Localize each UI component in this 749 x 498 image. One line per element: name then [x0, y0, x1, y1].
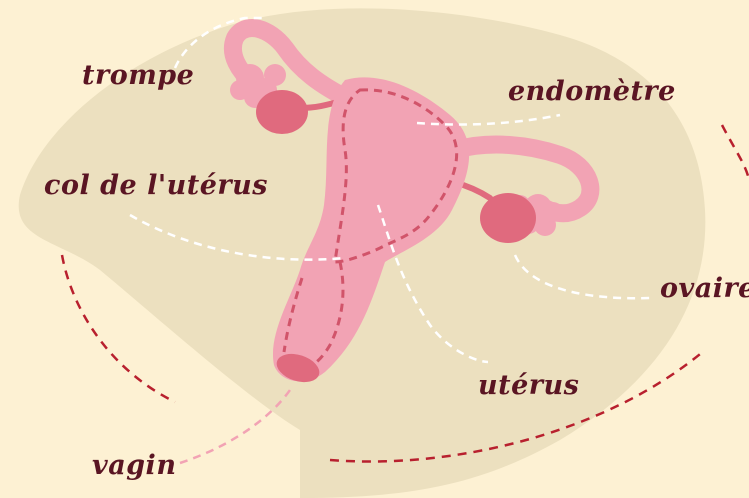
label-trompe: trompe: [82, 62, 194, 89]
label-endometre: endomètre: [508, 78, 676, 105]
label-vagin: vagin: [92, 452, 176, 479]
label-uterus: utérus: [478, 372, 579, 399]
red-dashed-arc-right: [722, 125, 749, 180]
ovary-left: [256, 90, 308, 134]
ovary-right: [480, 193, 536, 243]
label-col-de-luterus: col de l'utérus: [44, 172, 268, 199]
label-ovaire: ovaire: [660, 275, 749, 302]
